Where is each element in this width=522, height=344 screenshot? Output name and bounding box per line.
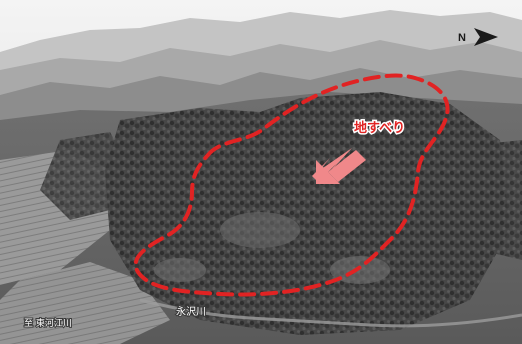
clearing bbox=[154, 258, 206, 282]
landslide-outline bbox=[133, 73, 450, 297]
river-label: 永沢川 bbox=[176, 305, 206, 318]
forest-patch-right bbox=[430, 140, 522, 260]
clearing bbox=[330, 256, 390, 284]
north-arrow-icon: N bbox=[458, 28, 498, 46]
landslide-label: 地すべり bbox=[354, 120, 405, 136]
terraced-fields-bottom bbox=[0, 262, 170, 344]
landslide-arrow-head bbox=[316, 160, 340, 184]
river bbox=[139, 298, 522, 328]
landslide-arrow-shaft bbox=[328, 150, 366, 182]
forested-hillside bbox=[105, 92, 510, 335]
clearing bbox=[220, 212, 300, 248]
compass-letter: N bbox=[458, 32, 466, 44]
forest-patch-left bbox=[40, 132, 130, 220]
direction-label: 至 東河江川 bbox=[24, 317, 72, 329]
